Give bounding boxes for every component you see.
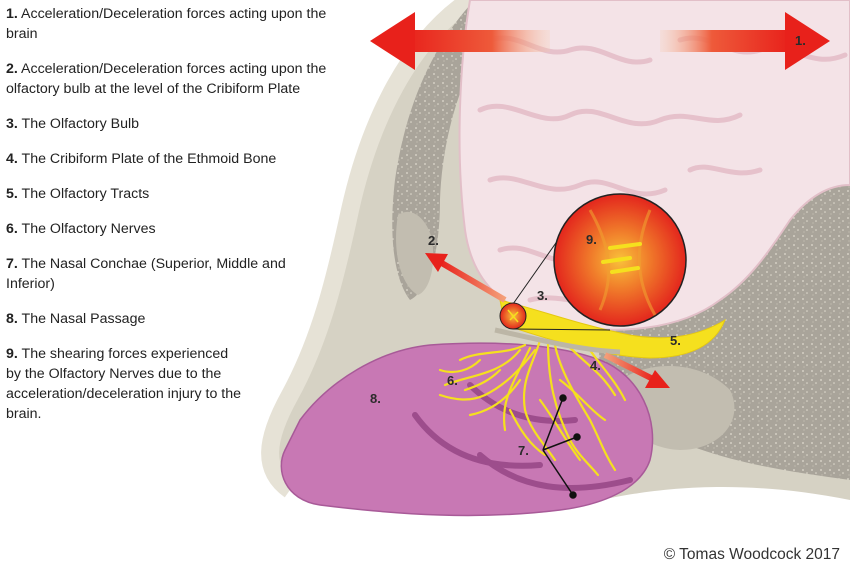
legend: 1. Acceleration/Deceleration forces acti… [6,4,336,439]
legend-item-7: 7. The Nasal Conchae (Superior, Middle a… [6,256,286,292]
label-5: 5. [670,333,681,348]
label-1: 1. [795,33,806,48]
skin-outline [261,0,476,498]
olfactory-nerves [438,338,627,477]
label-2: 2. [428,233,439,248]
label-3: 3. [537,288,548,303]
label-8: 8. [370,391,381,406]
legend-item-9: 9. The shearing forces experienced by th… [6,346,242,422]
cribriform-plate [494,327,621,355]
sheared-nerve-fibres [601,242,642,274]
copyright-credit: © Tomas Woodcock 2017 [663,546,840,563]
legend-item-8: 8. The Nasal Passage [6,311,146,327]
bulb-force-arrow-right [603,352,670,388]
legend-item-4: 4. The Cribiform Plate of the Ethmoid Bo… [6,151,277,167]
frontal-sinus [396,211,434,295]
nasal-passage [280,342,654,517]
label-9: 9. [586,232,597,247]
legend-item-1: 1. Acceleration/Deceleration forces acti… [6,6,327,42]
label-7: 7. [518,443,529,458]
legend-item-6: 6. The Olfactory Nerves [6,221,156,237]
legend-item-5: 5. The Olfactory Tracts [6,186,150,202]
legend-item-2: 2. Acceleration/Deceleration forces acti… [6,61,327,97]
bulb-force-arrow-left [425,253,507,303]
conchae-pointer [542,394,581,499]
legend-item-3: 3. The Olfactory Bulb [6,116,140,132]
brain-force-arrow-left [370,12,550,70]
brain-force-arrow-right [660,12,830,70]
label-6: 6. [447,373,458,388]
label-4: 4. [590,358,601,373]
zoom-line-bottom [512,328,611,331]
